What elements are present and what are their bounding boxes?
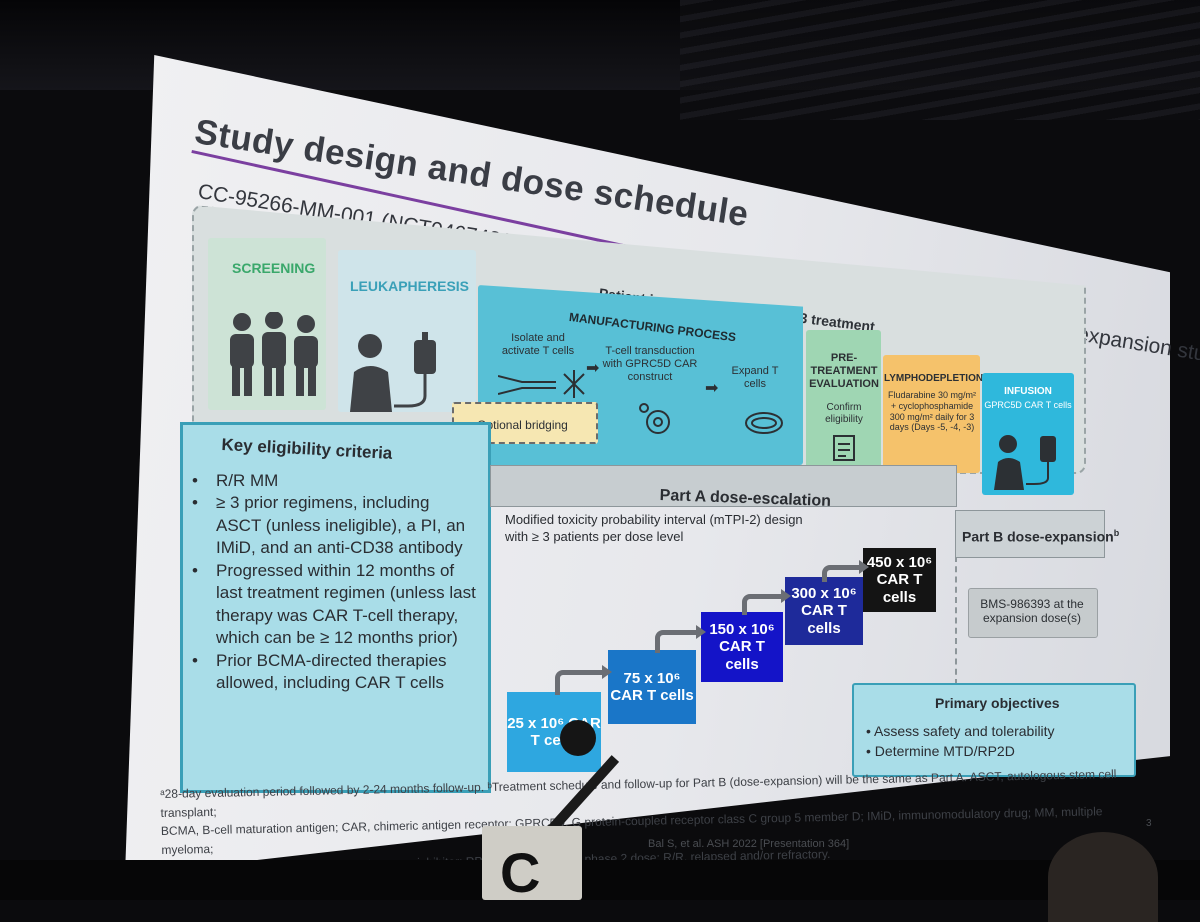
part-b-label: Part B dose-expansionb [962, 528, 1119, 545]
infusion-title: INFUSION [1004, 386, 1052, 397]
dose-arrow [742, 589, 791, 615]
dose-level-label: 300 x 10⁶ CAR T cells [791, 585, 857, 637]
step-transduction: T-cell transduction with GPRC5D CAR cons… [602, 345, 698, 384]
dose-level-label: 450 x 10⁶ CAR T cells [866, 554, 933, 606]
objective-item-text: Determine MTD/RP2D [874, 743, 1015, 759]
arrow-icon: ➡ [705, 380, 719, 397]
pretreatment-box [806, 330, 881, 470]
infusion-sub: GPRC5D CAR T cells [984, 400, 1072, 410]
leukapheresis-label: LEUKAPHERESIS [350, 278, 470, 294]
lectern [482, 826, 582, 900]
step-expand: Expand T cells [731, 365, 779, 391]
objective-item-text: Assess safety and tolerability [874, 723, 1055, 739]
petri-dish-icon [744, 410, 784, 441]
patient-iv-icon [348, 332, 448, 417]
arrow-icon: ➡ [586, 360, 600, 377]
objective-item: • Determine MTD/RP2D [866, 743, 1015, 759]
pretreatment-sub: Confirm eligibility [825, 402, 863, 425]
step-isolate: Isolate and activate T cells [501, 332, 575, 358]
audience-head [1048, 832, 1158, 922]
ceiling-panels [680, 0, 1200, 120]
objectives-heading: Primary objectives [935, 695, 1060, 711]
clipboard-icon [832, 432, 856, 467]
stage-floor [0, 860, 1200, 900]
lymphodepletion-title: LYMPHODEPLETION [884, 373, 984, 384]
dose-level-1: 25 x 10⁶ CAR T cells [507, 692, 601, 772]
dose-level-label: 150 x 10⁶ CAR T cells [709, 621, 775, 673]
dose-arrow [655, 625, 706, 653]
slide-citation: Bal S, et al. ASH 2022 [Presentation 364… [648, 838, 850, 850]
part-b-header [955, 510, 1105, 558]
primary-objectives-panel [852, 683, 1136, 777]
optional-bridging-label: Optional bridging [477, 418, 568, 432]
lymphodepletion-text: Fludarabine 30 mg/m² + cyclophosphamide … [887, 390, 977, 433]
dose-level-2: 75 x 10⁶ CAR T cells [608, 650, 696, 724]
expansion-dose-text: BMS-986393 at the expansion dose(s) [980, 597, 1084, 626]
dose-level-label: 75 x 10⁶ CAR T cells [610, 669, 694, 704]
lymphodepletion-box [883, 355, 980, 473]
screening-label: SCREENING [232, 260, 316, 276]
dose-arrow [555, 665, 612, 695]
part-b-footnote-mark: b [1113, 528, 1120, 538]
criteria-item: ≥ 3 prior regimens, including ASCT (unle… [186, 492, 476, 559]
part-a-header [490, 465, 957, 507]
cell-sorting-icon [497, 368, 598, 407]
part-divider [955, 515, 957, 685]
dose-level-4: 300 x 10⁶ CAR T cells [785, 577, 863, 645]
part-a-design: Modified toxicity probability interval (… [505, 512, 803, 544]
microphone-icon [560, 720, 596, 756]
expansion-dose-box [968, 588, 1098, 638]
people-icon [222, 311, 326, 401]
transduction-icon [636, 400, 676, 441]
objective-item: • Assess safety and tolerability [866, 723, 1055, 739]
lectern-logo: C [500, 841, 541, 904]
criteria-item: Prior BCMA-directed therapies allowed, i… [186, 650, 476, 695]
dose-level-3: 150 x 10⁶ CAR T cells [701, 612, 783, 682]
dose-level-5: 450 x 10⁶ CAR T cells [863, 548, 936, 612]
pretreatment-title: PRE-TREATMENT EVALUATION [809, 352, 879, 391]
infusion-patient-icon [994, 432, 1064, 495]
criteria-item: R/R MM [186, 470, 476, 493]
slide-page-number: 3 [1146, 818, 1152, 829]
part-b-label-text: Part B dose-expansion [962, 528, 1114, 545]
dose-arrow [822, 560, 869, 582]
criteria-list: R/R MM ≥ 3 prior regimens, including ASC… [186, 470, 476, 694]
slide-content: Study design and dose schedule CC-95266-… [0, 0, 1200, 900]
criteria-item: Progressed within 12 months of last trea… [186, 560, 476, 650]
